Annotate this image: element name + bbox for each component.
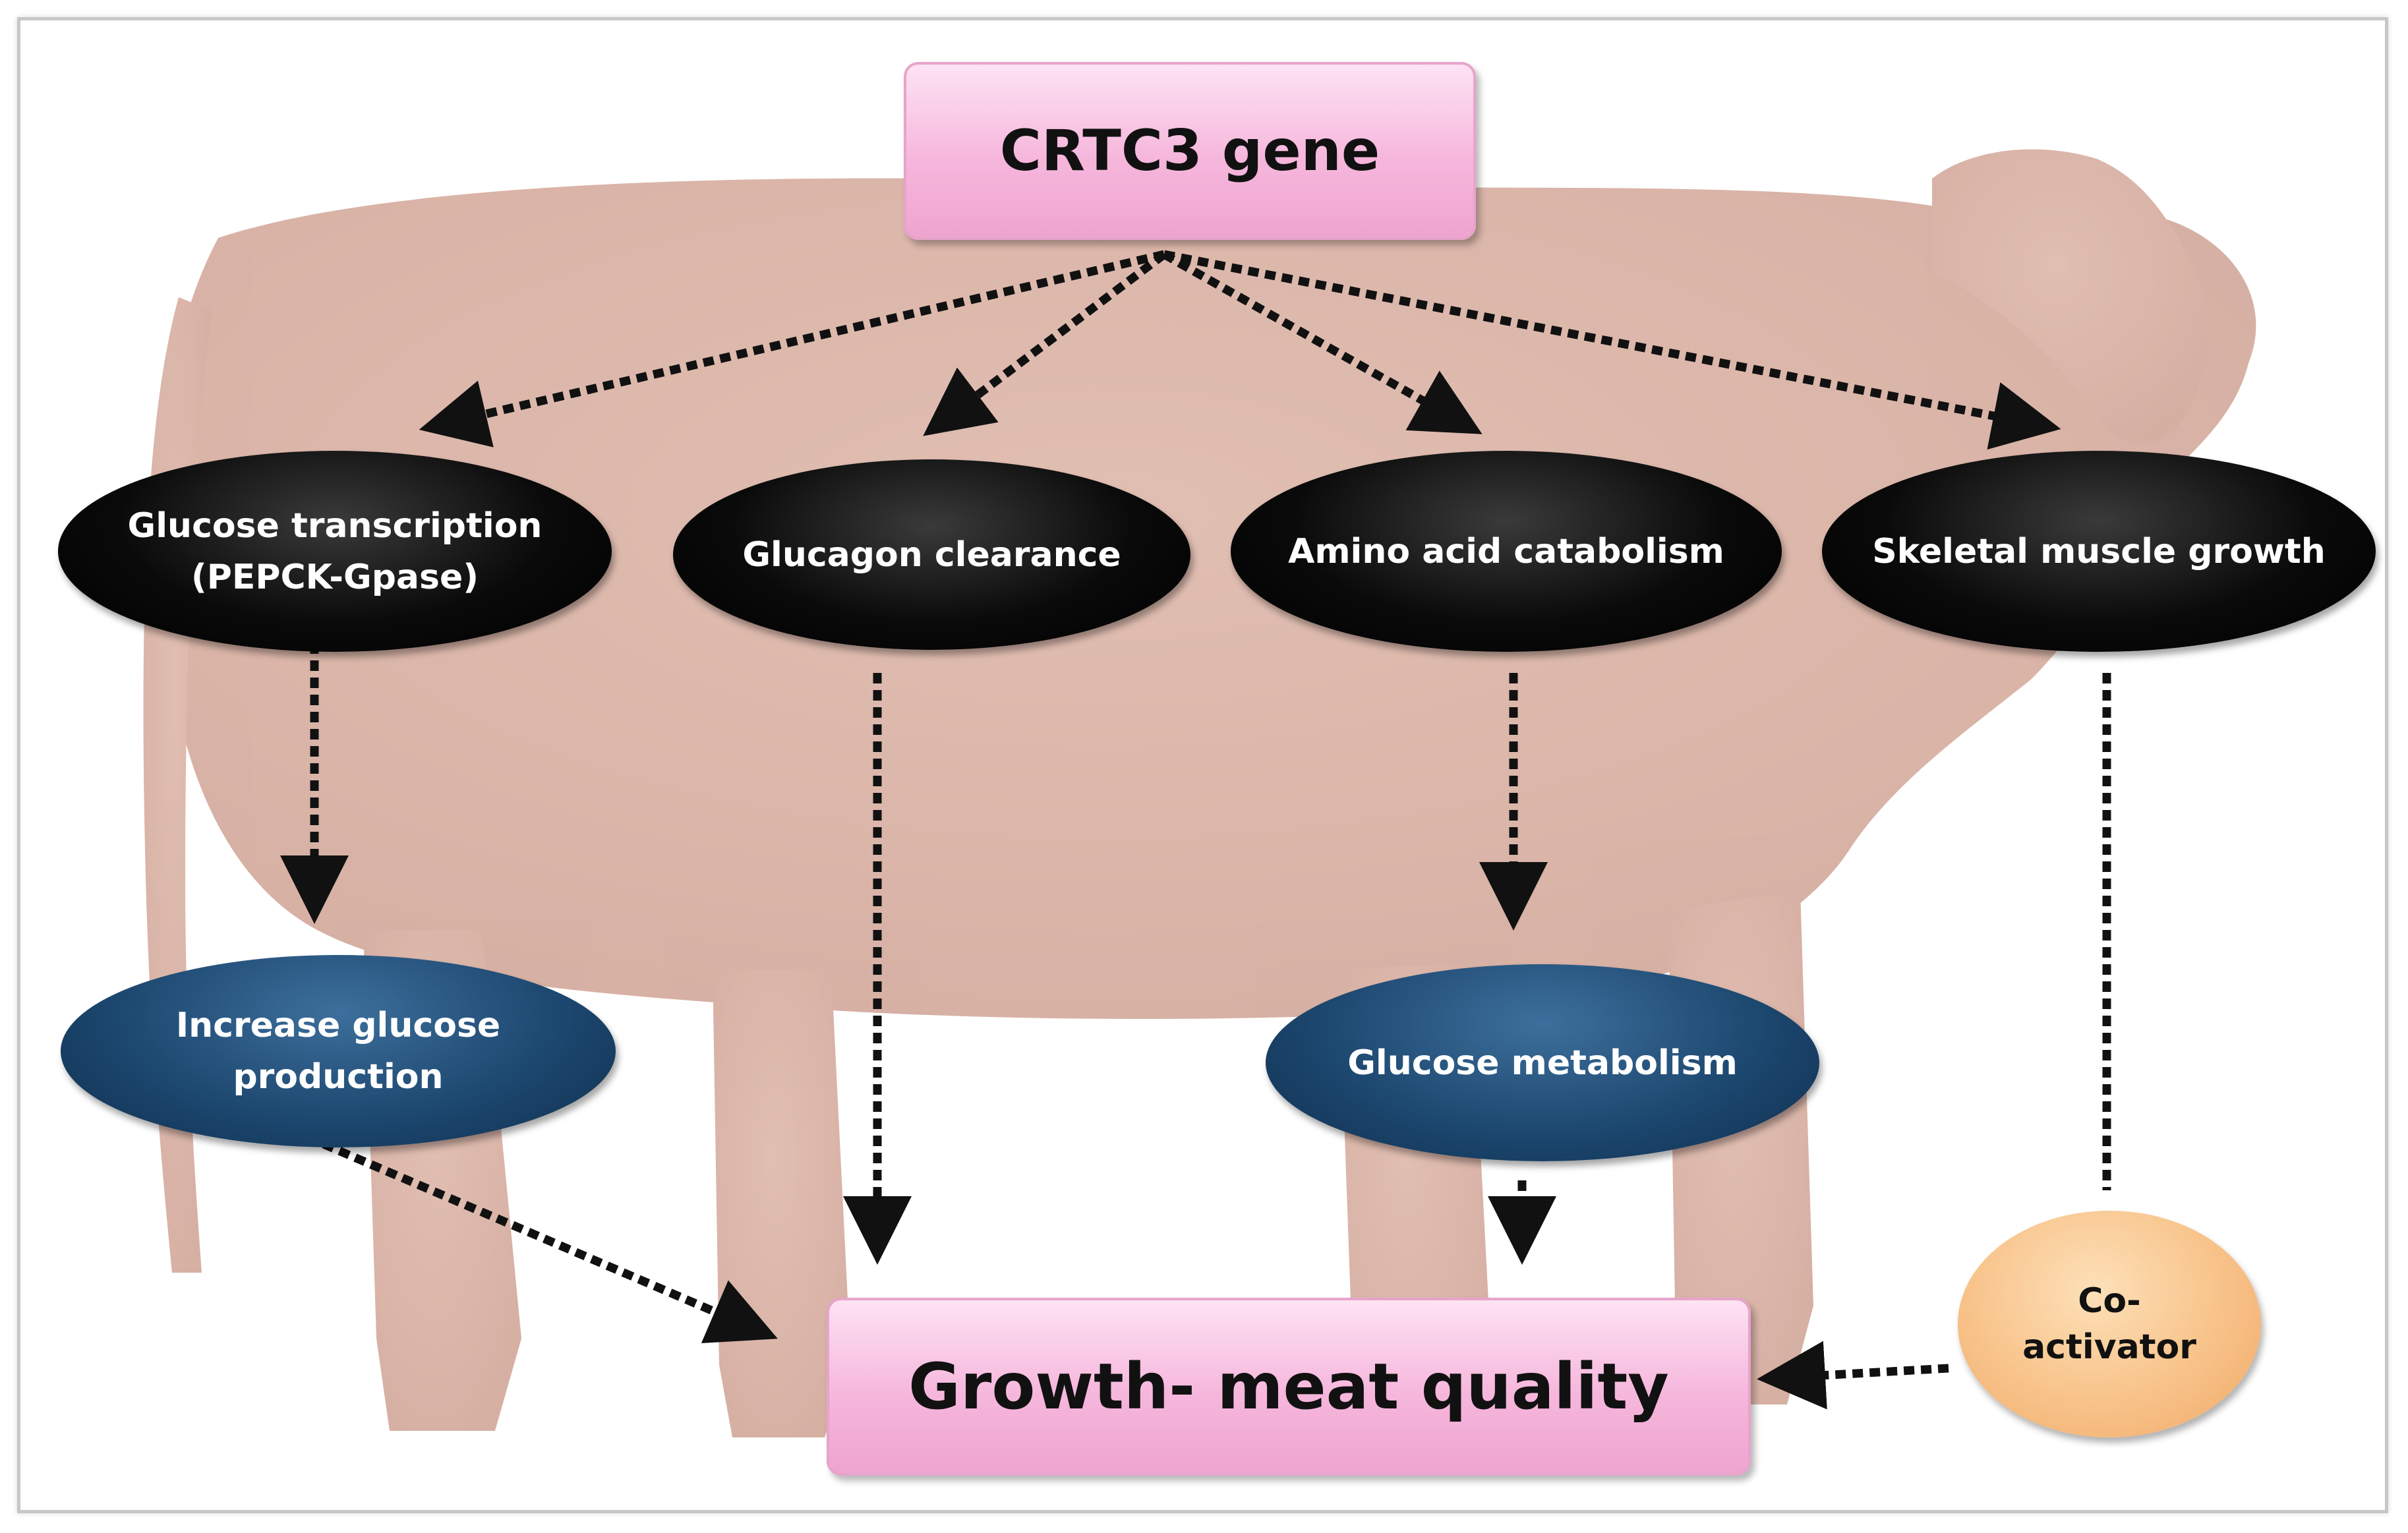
crtc3-gene-box: CRTC3 gene [904, 62, 1476, 240]
increase-glucose-production-node: Increase glucose production [61, 955, 616, 1147]
amino-acid-catabolism-label: Amino acid catabolism [1288, 531, 1724, 571]
glucose-metabolism-label: Glucose metabolism [1347, 1043, 1738, 1083]
arrow-crtc3-to-amino-acid [1161, 250, 1483, 434]
arrow-coactivator-to-growth [1757, 1341, 1949, 1410]
arrow-crtc3-to-glucagon-clearance [923, 250, 1167, 436]
coactivator-node: Co- activator [1958, 1211, 2261, 1437]
growth-meat-quality-box: Growth- meat quality [827, 1298, 1751, 1476]
glucagon-clearance-node: Glucagon clearance [673, 459, 1190, 650]
arrow-increase-glucose-to-growth [322, 1140, 778, 1344]
skeletal-muscle-growth-label: Skeletal muscle growth [1872, 531, 2326, 571]
skeletal-muscle-growth-node: Skeletal muscle growth [1822, 451, 2376, 652]
crtc3-gene-label: CRTC3 gene [999, 118, 1380, 184]
increase-glucose-production-label: Increase glucose production [175, 1006, 501, 1097]
glucose-metabolism-node: Glucose metabolism [1266, 964, 1819, 1161]
arrow-crtc3-to-skeletal-muscle [1163, 250, 2061, 450]
glucose-transcription-label: Glucose transcription (PEPCK-Gpase) [127, 506, 543, 597]
growth-meat-quality-label: Growth- meat quality [908, 1350, 1669, 1424]
arrows-layer [280, 250, 2111, 1410]
amino-acid-catabolism-node: Amino acid catabolism [1231, 451, 1782, 652]
diagram-frame: CRTC3 gene Glucose transcription (PEPCK-… [17, 17, 2388, 1513]
arrow-crtc3-to-glucose-transcription [419, 250, 1165, 448]
glucagon-clearance-label: Glucagon clearance [742, 535, 1121, 575]
glucose-transcription-node: Glucose transcription (PEPCK-Gpase) [58, 451, 612, 652]
coactivator-label: Co- activator [2022, 1281, 2196, 1367]
